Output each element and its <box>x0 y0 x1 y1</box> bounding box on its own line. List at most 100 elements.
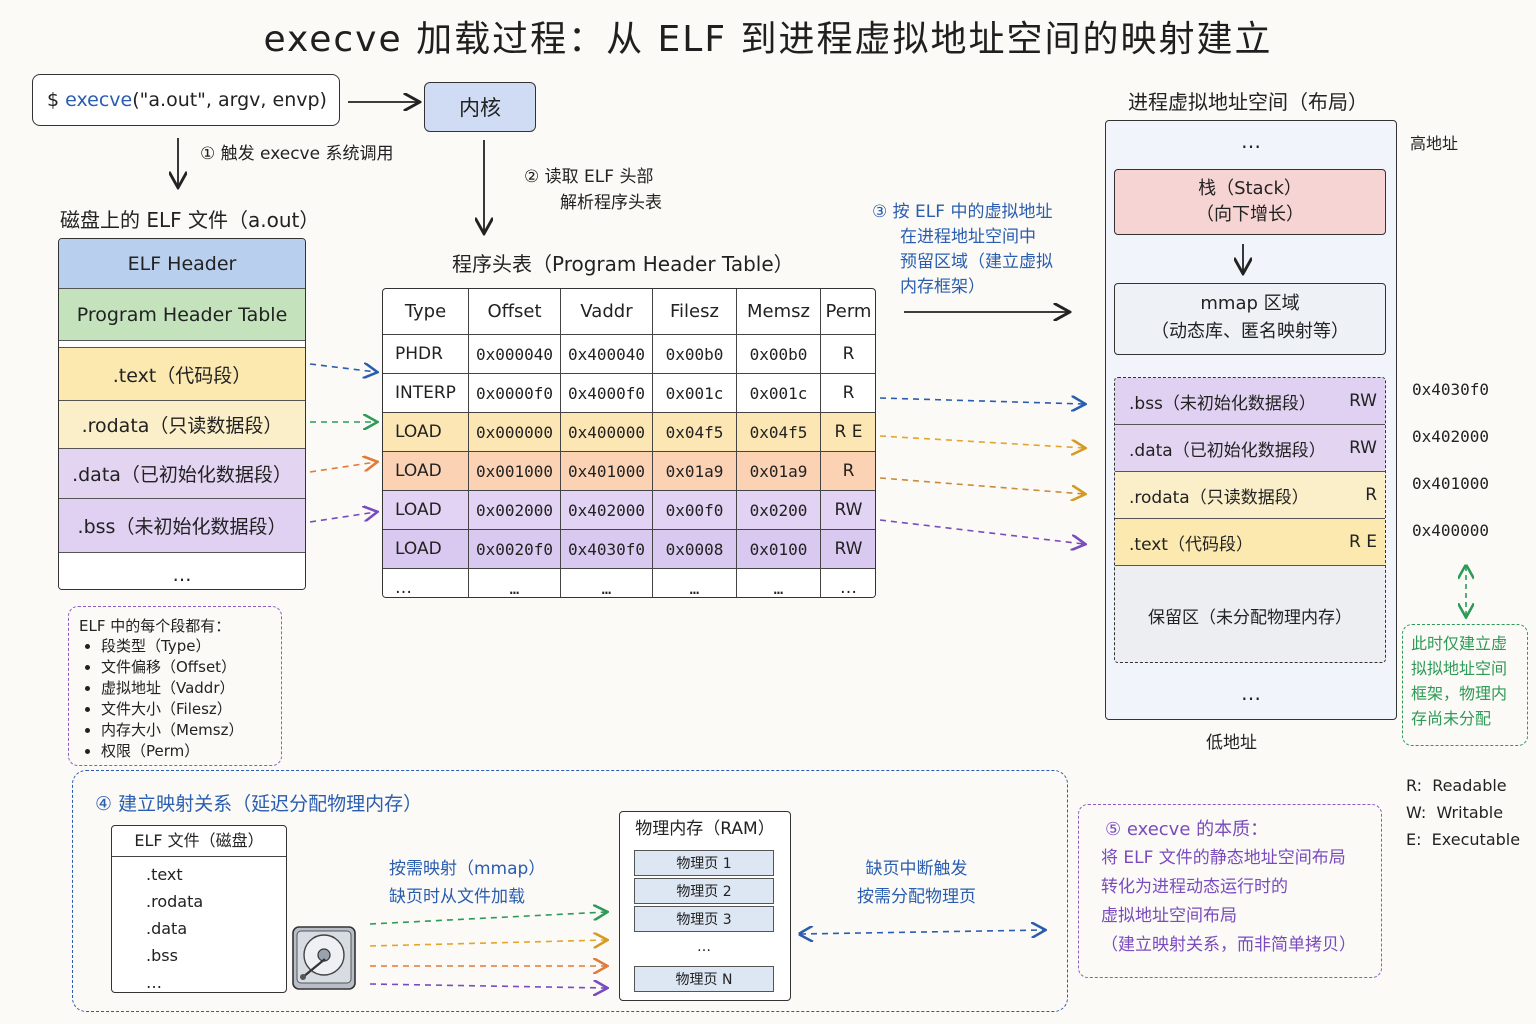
pht-cell: 0x01a9 <box>653 452 737 491</box>
legend-item: R: Readable <box>1406 776 1507 795</box>
vas-segment: .text（代码段）R E <box>1115 519 1385 566</box>
vas-address-label: 0x401000 <box>1412 474 1490 493</box>
vas-segments: .bss（未初始化数据段）RW.data（已初始化数据段）RW.rodata（只… <box>1114 377 1386 663</box>
fault-line-2: 按需分配物理页 <box>857 887 976 907</box>
command-box: $ execve ("a.out", argv, envp) <box>32 74 340 126</box>
pht-cell: 0x01a9 <box>737 452 821 491</box>
stack-line-2: （向下增长） <box>1196 204 1304 225</box>
vas-segment: .data（已初始化数据段）RW <box>1115 425 1385 472</box>
mapping-file-item: … <box>146 973 162 992</box>
ram-page: 物理页 3 <box>634 906 774 932</box>
elf-note-item: 虚拟地址（Vaddr） <box>101 678 271 699</box>
pht-header-cell: Offset <box>469 289 561 335</box>
elf-section: .text（代码段） <box>59 347 305 401</box>
elf-section: .bss（未初始化数据段） <box>59 499 305 553</box>
essence-line: 虚拟地址空间布局 <box>1101 906 1237 926</box>
ram-page: 物理页 1 <box>634 850 774 876</box>
fault-label: 缺页中断触发 按需分配物理页 <box>857 855 976 911</box>
frame-note-line: 拟拟地址空间 <box>1411 659 1508 678</box>
pht-cell: LOAD <box>383 530 469 569</box>
command-args: ("a.out", argv, envp) <box>132 89 327 111</box>
pht-cell: 0x402000 <box>561 491 653 530</box>
pht-cell: … <box>821 569 875 597</box>
pht-cell: LOAD <box>383 452 469 491</box>
pht-cell: 0x400040 <box>561 335 653 374</box>
frame-note-line: 此时仅建立虚 <box>1411 634 1508 653</box>
essence-line: 将 ELF 文件的静态地址空间布局 <box>1101 848 1346 868</box>
pht-cell: … <box>653 569 737 597</box>
elf-note-box: ELF 中的每个段都有： 段类型（Type）文件偏移（Offset）虚拟地址（V… <box>68 606 282 766</box>
vas-title: 进程虚拟地址空间（布局） <box>1128 90 1368 114</box>
vas-address-label: 0x4030f0 <box>1412 380 1490 399</box>
elf-file-title: 磁盘上的 ELF 文件（a.out） <box>60 208 320 232</box>
pht-cell: R <box>821 335 875 374</box>
legend-item: E: Executable <box>1406 830 1521 849</box>
vas-bottom-dots: … <box>1241 681 1261 705</box>
mmap-region: mmap 区域 （动态库、匿名映射等） <box>1114 283 1386 355</box>
pht-cell: 0x0020f0 <box>469 530 561 569</box>
frame-note-box: 此时仅建立虚 拟拟地址空间 框架，物理内 存尚未分配 <box>1402 624 1528 746</box>
page-title: execve 加载过程：从 ELF 到进程虚拟地址空间的映射建立 <box>263 19 1273 60</box>
hard-disk-icon <box>292 926 356 990</box>
step-3-line: ③ 按 ELF 中的虚拟地址 <box>872 202 1053 222</box>
elf-note-title: ELF 中的每个段都有： <box>79 617 231 635</box>
map-label: 按需映射（mmap） 缺页时从文件加载 <box>389 855 545 911</box>
pht-cell: PHDR <box>383 335 469 374</box>
mapping-file-item: .bss <box>146 946 178 965</box>
vas-address-label: 0x402000 <box>1412 427 1490 446</box>
pht-cell: 0x0100 <box>737 530 821 569</box>
pht-cell: 0x400000 <box>561 413 653 452</box>
fault-line-1: 缺页中断触发 <box>865 859 968 879</box>
essence-title: ⑤ execve 的本质： <box>1105 819 1269 840</box>
pht-header-cell: Filesz <box>653 289 737 335</box>
mmap-line-1: mmap 区域 <box>1200 293 1300 314</box>
elf-section: ELF Header <box>59 239 305 289</box>
vas-box: … 栈（Stack） （向下增长） mmap 区域 （动态库、匿名映射等） .b… <box>1105 120 1397 720</box>
vas-segment-perm: RW <box>1349 391 1377 411</box>
stack-region: 栈（Stack） （向下增长） <box>1114 169 1386 235</box>
command-prefix: $ <box>47 89 66 111</box>
reserved-region: 保留区（未分配物理内存） <box>1148 607 1352 628</box>
pht-header-cell: Vaddr <box>561 289 653 335</box>
frame-note-line: 存尚未分配 <box>1411 709 1492 728</box>
pht-cell: 0x001c <box>737 374 821 413</box>
mapping-file-box: ELF 文件（磁盘） .text.rodata.data.bss… <box>111 825 287 993</box>
vas-segment-label: .data（已初始化数据段） <box>1129 440 1326 461</box>
ram-page: 物理页 N <box>634 966 774 992</box>
pht-cell: RW <box>821 530 875 569</box>
mapping-file-item: .rodata <box>146 892 204 911</box>
pht-header-cell: Perm <box>821 289 875 335</box>
pht-cell: R <box>821 452 875 491</box>
command-func: execve <box>65 89 133 111</box>
elf-section: Program Header Table <box>59 289 305 341</box>
elf-note-item: 内存大小（Memsz） <box>101 720 271 741</box>
essence-box: ⑤ execve 的本质： 将 ELF 文件的静态地址空间布局 转化为进程动态运… <box>1078 804 1382 978</box>
legend: R: Readable W: Writable E: Executable <box>1406 772 1520 853</box>
step-1-label: ① 触发 execve 系统调用 <box>200 144 394 164</box>
elf-note-item: 段类型（Type） <box>101 636 271 657</box>
mapping-file-title: ELF 文件（磁盘） <box>112 826 286 857</box>
pht-cell: … <box>469 569 561 597</box>
low-address-label: 低地址 <box>1206 733 1257 753</box>
step-3-line: 在进程地址空间中 <box>900 227 1036 247</box>
pht-cell: R E <box>821 413 875 452</box>
kernel-box: 内核 <box>424 82 536 132</box>
pht-cell: 0x0008 <box>653 530 737 569</box>
pht-title: 程序头表（Program Header Table） <box>452 252 794 276</box>
kernel-label: 内核 <box>459 96 501 120</box>
pht-cell: … <box>561 569 653 597</box>
pht-cell: … <box>737 569 821 597</box>
pht-cell: INTERP <box>383 374 469 413</box>
ram-title: 物理内存（RAM） <box>635 819 775 839</box>
vas-segment: .bss（未初始化数据段）RW <box>1115 378 1385 425</box>
mmap-line-2: （动态库、匿名映射等） <box>1151 321 1349 342</box>
vas-segment-label: .text（代码段） <box>1129 534 1253 555</box>
step-3-label: ③ 按 ELF 中的虚拟地址 在进程地址空间中 预留区域（建立虚拟 内存框架） <box>872 200 1053 300</box>
vas-segment-label: .rodata（只读数据段） <box>1129 487 1309 508</box>
elf-note-item: 权限（Perm） <box>101 741 271 762</box>
elf-note-item: 文件偏移（Offset） <box>101 657 271 678</box>
elf-note-item: 文件大小（Filesz） <box>101 699 271 720</box>
essence-line: 转化为进程动态运行时的 <box>1101 877 1288 897</box>
